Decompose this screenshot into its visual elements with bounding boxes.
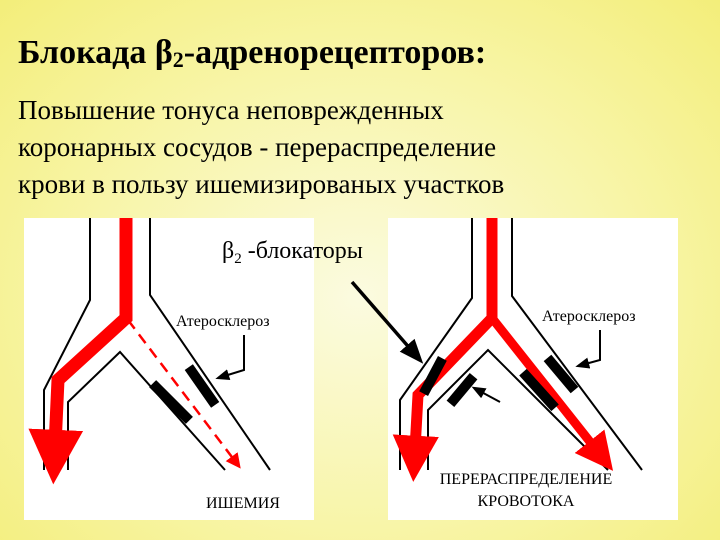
- left-label-pointer: [215, 335, 245, 381]
- right-panel: Атеросклероз ПЕРЕРАСПРЕДЕЛЕНИЕ КРОВОТОКА: [388, 218, 678, 520]
- blockers-arrow-to-wall: [350, 280, 424, 364]
- right-label-pointer: [575, 330, 601, 369]
- left-atherosclerosis-label: Атеросклероз: [176, 313, 270, 330]
- right-atherosclerosis-label: Атеросклероз: [542, 308, 636, 325]
- right-vessel-wall-tone-marker-left: [419, 355, 447, 397]
- beta2-blockers-label: β2 -блокаторы: [222, 238, 363, 267]
- left-plaque-outer: [184, 364, 220, 408]
- slide-subtitle: Повышение тонуса неповрежденных коронарн…: [18, 92, 708, 203]
- right-blood-flow-right-branch: [488, 315, 614, 471]
- left-blood-flow: [28, 218, 133, 485]
- subtitle-line-1: Повышение тонуса неповрежденных: [18, 95, 444, 125]
- subtitle-line-3: крови в пользу ишемизированых участков: [18, 169, 505, 199]
- subtitle-line-2: коронарных сосудов - перераспределение: [18, 132, 497, 162]
- right-plaque-outer: [543, 354, 579, 394]
- ischemia-caption: ИШЕМИЯ: [206, 495, 280, 512]
- title-subscript: 2: [172, 47, 184, 72]
- left-outer-wall-right: [149, 218, 271, 471]
- redistribution-caption-line-1: ПЕРЕРАСПРЕДЕЛЕНИЕ: [440, 471, 613, 488]
- title-main: Блокада β: [18, 34, 173, 71]
- slide-title: Блокада β2-адренорецепторов:: [18, 34, 486, 73]
- left-plaque-inner: [149, 380, 193, 424]
- right-vessel-wall-tone-marker-inner: [446, 372, 478, 408]
- left-ischemic-flow-dashed: [127, 319, 241, 469]
- right-outer-wall-right: [511, 218, 643, 471]
- blockers-arrow-to-inner-wall: [471, 386, 501, 403]
- title-rest: -адренорецепторов:: [183, 34, 487, 71]
- left-panel: Атеросклероз ИШЕМИЯ: [24, 218, 314, 520]
- right-plaque-inner: [519, 368, 559, 412]
- redistribution-caption-line-2: КРОВОТОКА: [478, 493, 575, 510]
- right-blood-flow-left-branch: [392, 218, 498, 482]
